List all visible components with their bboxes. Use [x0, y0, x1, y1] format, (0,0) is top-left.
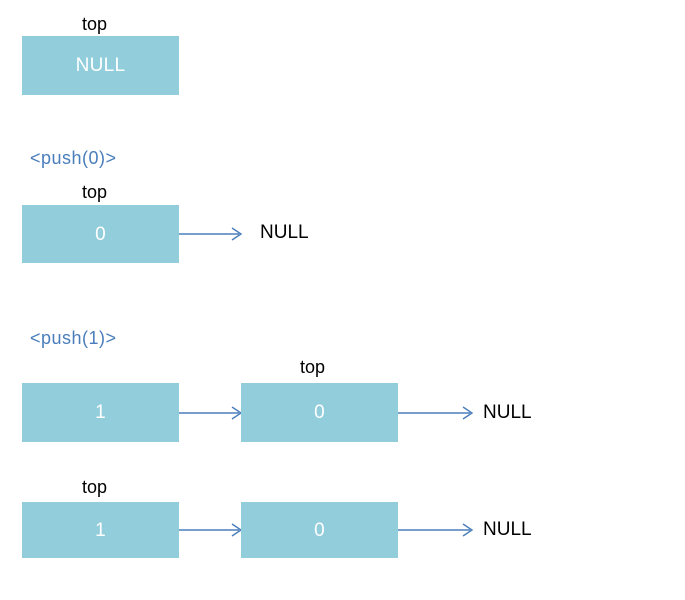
link-arrow-row4-0-to-1: [179, 523, 243, 537]
top-pointer-label-row3: top: [300, 357, 326, 377]
stack-node-row4-0: 1: [22, 502, 179, 558]
stack-node-value: 0: [314, 402, 325, 423]
stack-node-value: 1: [95, 402, 106, 423]
stack-node-row3-0: 1: [22, 383, 179, 442]
operation-label-push-0: <push(0)>: [30, 148, 117, 168]
stack-node-row1-0: NULL: [22, 36, 179, 95]
null-terminator-row3: NULL: [483, 402, 532, 423]
stack-node-value: 1: [95, 519, 106, 541]
link-arrow-row3-1-to-null: [398, 406, 474, 420]
stack-node-value: NULL: [75, 55, 126, 76]
link-arrow-row4-1-to-null: [398, 523, 474, 537]
null-terminator-row4: NULL: [483, 519, 532, 540]
link-arrow-row2-0-to-null: [179, 227, 243, 241]
top-pointer-label-row4: top: [82, 477, 108, 497]
top-pointer-label-row1: top: [82, 14, 108, 34]
null-terminator-row2: NULL: [260, 222, 309, 243]
stack-node-row2-0: 0: [22, 205, 179, 263]
stack-node-value: 0: [314, 519, 325, 541]
stack-node-row4-1: 0: [241, 502, 398, 558]
top-pointer-label-row2: top: [82, 182, 108, 202]
stack-node-row3-1: 0: [241, 383, 398, 442]
stack-node-value: 0: [95, 223, 106, 245]
link-arrow-row3-0-to-1: [179, 406, 243, 420]
operation-label-push-1: <push(1)>: [30, 328, 117, 348]
